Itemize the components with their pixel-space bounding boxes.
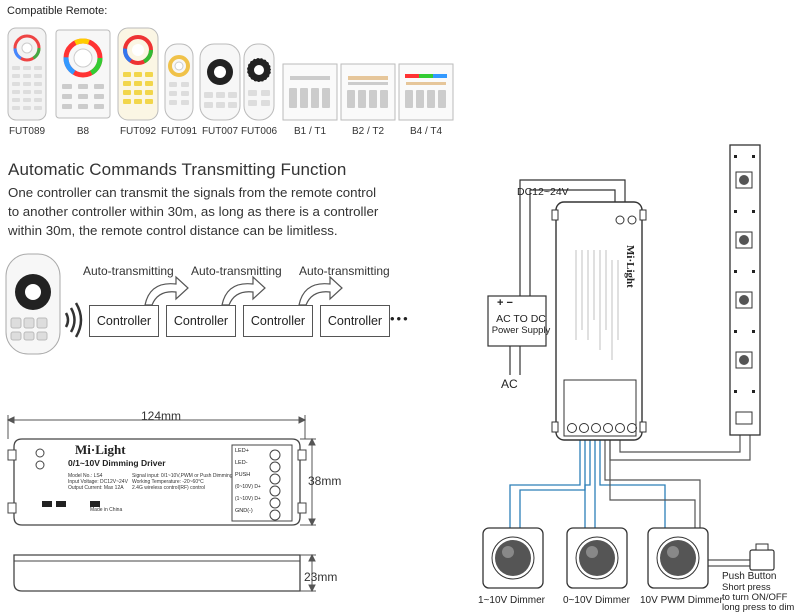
device-spec-6: 2.4G wireless control(RF) control bbox=[132, 485, 206, 491]
dimmer-wires bbox=[509, 440, 666, 528]
wiring-diagram: Mi·Light bbox=[482, 144, 775, 589]
device-spec-5: Working Temperature: -20~60°C bbox=[132, 479, 204, 485]
dimmer-2-icon bbox=[566, 527, 628, 589]
height-dimension-line bbox=[300, 437, 316, 527]
device-spec-1: Model No.: LS4 bbox=[68, 473, 103, 479]
push-button-desc-3: long press to dim bbox=[722, 602, 795, 613]
width-dimension-line bbox=[6, 415, 307, 439]
terminal-label-4: (1~10V) D+ bbox=[235, 496, 261, 502]
power-supply-box bbox=[487, 295, 547, 347]
width-dimension-label: 124mm bbox=[141, 409, 182, 423]
description-line-3: within 30m, the remote control distance … bbox=[8, 223, 338, 238]
depth-dimension-line bbox=[300, 553, 316, 593]
psu-label-line-2: Power Supply bbox=[491, 325, 551, 336]
auto-transmitting-label-3: Auto-transmitting bbox=[299, 264, 390, 278]
device-model-label: 0/1~10V Dimming Driver bbox=[68, 458, 166, 468]
dimmer-3-label: 10V PWM Dimmer bbox=[640, 595, 723, 606]
remote-b4-icon bbox=[398, 63, 454, 121]
psu-label-line-1: AC TO DC bbox=[496, 313, 546, 325]
dimmer-3-icon bbox=[647, 527, 709, 589]
remote-label-fut092: FUT092 bbox=[119, 126, 157, 137]
push-button-desc-2: to turn ON/OFF bbox=[722, 592, 788, 603]
terminal-label-5: GND(-) bbox=[235, 508, 253, 514]
remotes-illustration bbox=[7, 27, 454, 121]
device-spec-4: Signal input: 0/1~10V,PWM or Push Dimmin… bbox=[132, 473, 233, 479]
power-wires bbox=[509, 179, 626, 375]
remote-fut007-icon bbox=[199, 43, 241, 121]
section-title: Automatic Commands Transmitting Function bbox=[8, 160, 347, 179]
remote-label-b4: B4 / T4 bbox=[409, 126, 443, 137]
more-controllers-ellipsis: ••• bbox=[390, 311, 410, 326]
depth-dimension-label: 23mm bbox=[304, 570, 338, 584]
height-dimension-label: 38mm bbox=[308, 474, 342, 488]
terminal-label-0: LED+ bbox=[235, 448, 249, 454]
remote-label-fut006: FUT006 bbox=[240, 126, 278, 137]
controller-label: Controller bbox=[327, 314, 383, 328]
controller-box-2: Controller bbox=[166, 305, 236, 337]
remote-label-fut007: FUT007 bbox=[201, 126, 239, 137]
controller-box-4: Controller bbox=[320, 305, 390, 337]
dc-voltage-label: DC12~24V bbox=[517, 186, 569, 198]
remote-label-b8: B8 bbox=[76, 126, 90, 137]
push-button-title: Push Button bbox=[722, 571, 777, 582]
remote-fut006-icon bbox=[243, 43, 275, 121]
wireless-signal-icon bbox=[64, 302, 83, 338]
remote-b2-icon bbox=[340, 63, 396, 121]
controller-label: Controller bbox=[173, 314, 229, 328]
remote-label-fut089: FUT089 bbox=[8, 126, 46, 137]
transmit-illustration bbox=[5, 253, 343, 355]
remote-b8-icon bbox=[55, 29, 111, 119]
terminal-label-3: (0~10V) D+ bbox=[235, 484, 261, 490]
dimmer-2-label: 0~10V Dimmer bbox=[563, 595, 630, 606]
device-top-view bbox=[7, 438, 307, 526]
made-in-label: Made in China bbox=[90, 507, 123, 513]
push-button-wires bbox=[604, 440, 750, 567]
ac-label: AC bbox=[501, 377, 518, 391]
psu-polarity-label: + − bbox=[497, 297, 513, 309]
terminal-label-2: PUSH bbox=[235, 472, 251, 478]
compatible-remote-title: Compatible Remote: bbox=[7, 5, 108, 17]
description-line-1: One controller can transmit the signals … bbox=[8, 185, 377, 200]
controller-brand-text: Mi·Light bbox=[624, 245, 636, 288]
device-brand-label: Mi·Light bbox=[75, 442, 126, 457]
device-spec-3: Output Current: Max 12A bbox=[68, 485, 124, 491]
controller-label: Controller bbox=[250, 314, 306, 328]
remote-label-fut091: FUT091 bbox=[160, 126, 198, 137]
device-side-view bbox=[13, 554, 301, 592]
controller-device bbox=[551, 201, 647, 441]
device-spec-2: Input Voltage: DC12V~24V bbox=[68, 479, 128, 485]
push-button-desc-1: Short press bbox=[722, 582, 771, 593]
device-dimension-drawing bbox=[6, 415, 316, 593]
controller-label: Controller bbox=[96, 314, 152, 328]
remote-fut092-icon bbox=[117, 27, 159, 121]
auto-transmitting-label-2: Auto-transmitting bbox=[191, 264, 282, 278]
description-line-2: to another controller within 30m, as lon… bbox=[8, 204, 379, 219]
terminal-label-1: LED- bbox=[235, 460, 248, 466]
remote-label-b2: B2 / T2 bbox=[351, 126, 385, 137]
remote-b1-icon bbox=[282, 63, 338, 121]
push-button-icon bbox=[749, 543, 775, 571]
remote-fut091-icon bbox=[164, 43, 194, 121]
fut007-remote-icon bbox=[5, 253, 61, 355]
led-strip bbox=[729, 144, 761, 436]
controller-box-3: Controller bbox=[243, 305, 313, 337]
remote-fut089-icon bbox=[7, 27, 47, 121]
auto-transmitting-label-1: Auto-transmitting bbox=[83, 264, 174, 278]
controller-box-1: Controller bbox=[89, 305, 159, 337]
remote-label-b1: B1 / T1 bbox=[293, 126, 327, 137]
transmit-arrow-icon bbox=[144, 275, 343, 306]
dimmer-1-icon bbox=[482, 527, 544, 589]
dimmer-1-label: 1~10V Dimmer bbox=[478, 595, 545, 606]
